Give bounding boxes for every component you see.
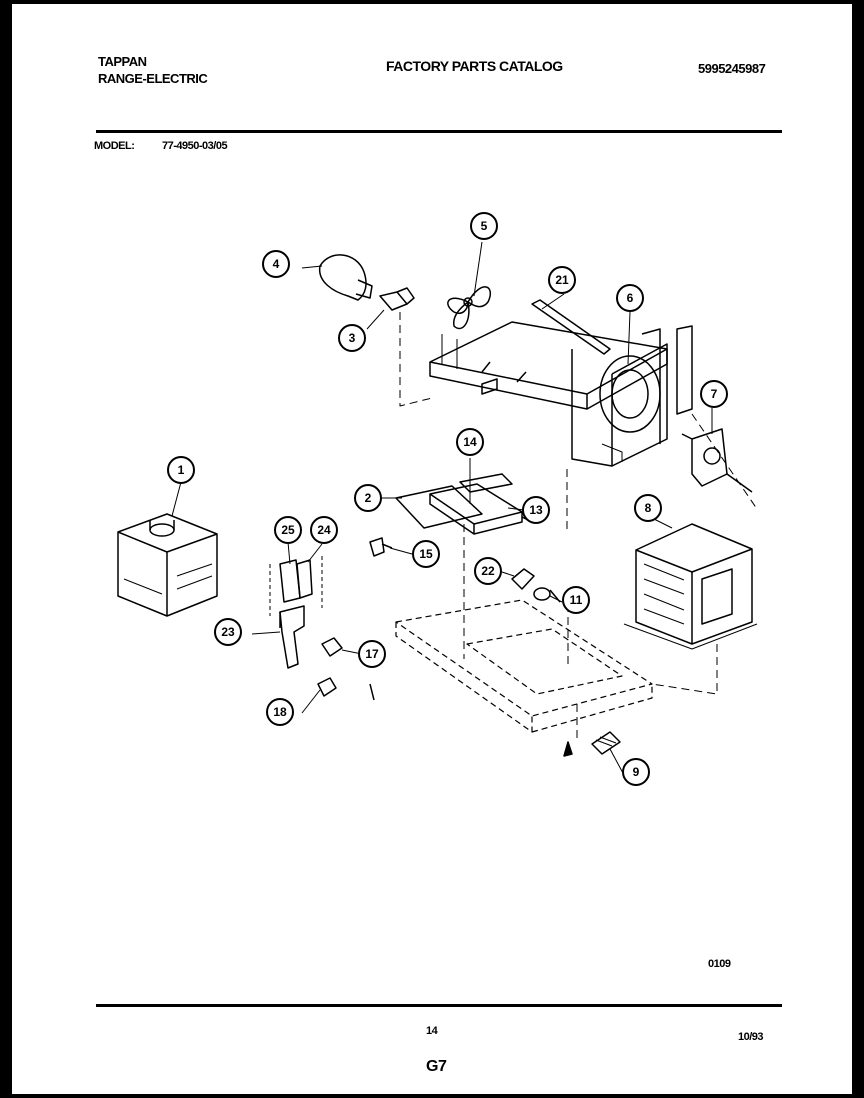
diode	[321, 637, 343, 657]
callout-9: 9	[622, 758, 650, 786]
callout-number: 9	[633, 765, 640, 779]
callout-circle	[522, 496, 550, 524]
spring	[563, 731, 621, 757]
model-label: MODEL:	[94, 140, 135, 152]
callout-circle	[262, 250, 290, 278]
chassis-frame	[429, 299, 693, 467]
callout-15: 15	[412, 540, 440, 568]
fan-blade	[447, 286, 491, 330]
callout-circle	[634, 494, 662, 522]
footer-rule	[96, 1004, 782, 1007]
callout-circle	[354, 484, 382, 512]
product-type: RANGE-ELECTRIC	[98, 71, 208, 86]
fan-motor	[681, 428, 753, 493]
alignment-lines	[399, 312, 758, 739]
callout-circle	[167, 456, 195, 484]
callout-circle	[338, 324, 366, 352]
callout-circle	[274, 516, 302, 544]
callout-circle	[358, 640, 386, 668]
page-number: 14	[426, 1025, 438, 1037]
interlock-switches	[269, 556, 323, 616]
callout-22: 22	[474, 557, 502, 585]
callout-number: 22	[481, 564, 495, 578]
callout-13: 13	[522, 496, 550, 524]
callout-circle	[616, 284, 644, 312]
callout-number: 23	[221, 625, 235, 639]
section-code: G7	[426, 1058, 447, 1075]
callout-number: 21	[555, 273, 569, 287]
callout-number: 4	[273, 257, 280, 271]
callout-18: 18	[266, 698, 294, 726]
callout-circle	[700, 380, 728, 408]
callout-number: 8	[645, 501, 652, 515]
callout-circle	[266, 698, 294, 726]
callout-circle	[470, 212, 498, 240]
callout-number: 15	[419, 547, 433, 561]
callout-14: 14	[456, 428, 484, 456]
callout-25: 25	[274, 516, 302, 544]
callout-number: 13	[529, 503, 543, 517]
callout-24: 24	[310, 516, 338, 544]
callout-number: 25	[281, 523, 295, 537]
callout-number: 17	[365, 647, 379, 661]
switch-bracket	[279, 605, 305, 669]
lamp-bulb	[319, 254, 373, 301]
brand-name: TAPPAN	[98, 54, 147, 69]
callout-circle	[310, 516, 338, 544]
callout-number: 5	[481, 219, 488, 233]
mounting-plate	[395, 485, 483, 529]
callout-circle	[562, 586, 590, 614]
footer-date: 10/93	[738, 1031, 764, 1043]
magnetron	[117, 513, 218, 617]
callout-8: 8	[634, 494, 662, 522]
callout-number: 3	[349, 331, 356, 345]
callout-number: 7	[711, 387, 718, 401]
callout-11: 11	[562, 586, 590, 614]
callout-4: 4	[262, 250, 290, 278]
callout-circle	[622, 758, 650, 786]
lamp-socket	[379, 287, 415, 311]
callout-number: 24	[317, 523, 331, 537]
callout-circle	[474, 557, 502, 585]
callout-circle	[214, 618, 242, 646]
callout-circle	[412, 540, 440, 568]
callout-number: 2	[365, 491, 372, 505]
capacitor	[429, 473, 533, 535]
callout-7: 7	[700, 380, 728, 408]
callout-23: 23	[214, 618, 242, 646]
callout-number: 18	[273, 705, 287, 719]
base-plate	[395, 599, 653, 733]
callout-1: 1	[167, 456, 195, 484]
terminal	[317, 677, 375, 701]
callout-number: 14	[463, 435, 477, 449]
thermal-cutout	[369, 537, 393, 557]
callout-circle	[456, 428, 484, 456]
parts-catalog-page: TAPPAN RANGE-ELECTRIC FACTORY PARTS CATA…	[12, 4, 852, 1094]
leader-lines	[171, 241, 713, 776]
callout-2: 2	[354, 484, 382, 512]
callout-circle	[548, 266, 576, 294]
diagram-code: 0109	[708, 958, 731, 970]
callout-number: 11	[570, 593, 583, 607]
model-number: 77-4950-03/05	[162, 140, 228, 152]
callout-number: 6	[627, 291, 634, 305]
callout-17: 17	[358, 640, 386, 668]
callout-5: 5	[470, 212, 498, 240]
callout-6: 6	[616, 284, 644, 312]
callout-21: 21	[548, 266, 576, 294]
callout-number: 1	[178, 463, 185, 477]
catalog-number: 5995245987	[698, 61, 766, 76]
callout-3: 3	[338, 324, 366, 352]
transformer	[623, 523, 758, 650]
header-rule	[96, 130, 782, 133]
catalog-title: FACTORY PARTS CATALOG	[386, 58, 563, 74]
